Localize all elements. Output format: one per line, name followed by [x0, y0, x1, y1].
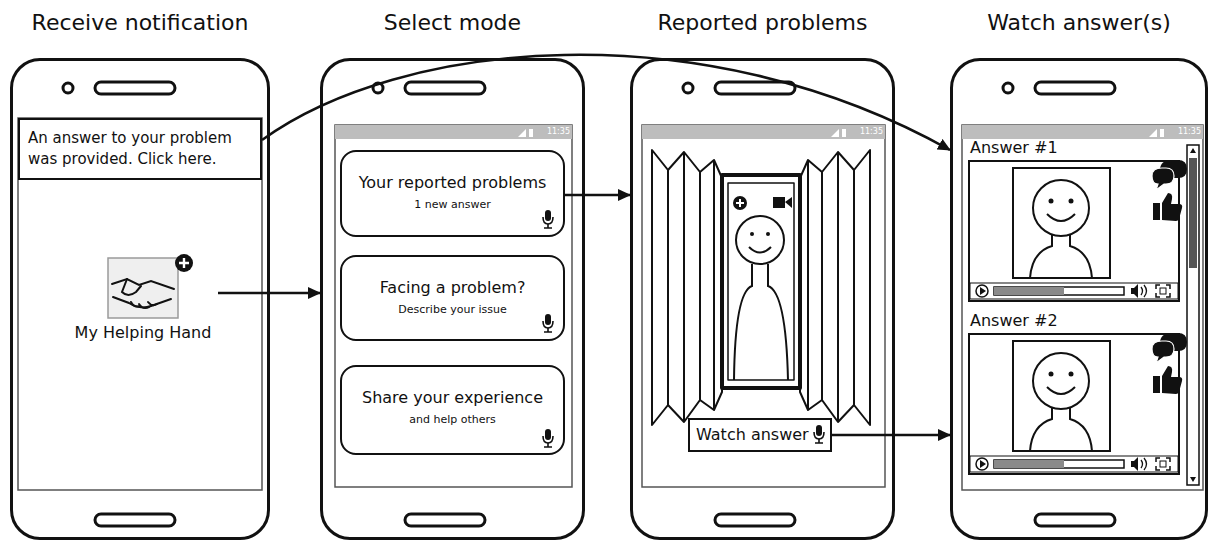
flow-arrow — [832, 434, 950, 437]
mode-card: Your reported problems1 new answer — [340, 150, 565, 237]
flow-arrow — [262, 55, 950, 150]
answer-heading: Answer #1 — [970, 138, 1058, 158]
card-subtitle: 1 new answer — [342, 194, 563, 212]
status-time: 11:35 — [1161, 126, 1201, 137]
card-title: Facing a problem? — [342, 257, 563, 299]
app-icon: My Helping Hand — [68, 254, 218, 344]
phone-frame: Select modeYour reported problems1 new a… — [320, 58, 585, 540]
button-text: Watch answer — [690, 420, 830, 450]
step-heading: Watch answer(s) — [903, 10, 1215, 36]
step-heading: Select mode — [273, 10, 632, 36]
step-heading: Reported problems — [583, 10, 942, 36]
phone-frame: Reported problemsWatch answer — [630, 58, 895, 540]
mode-card: Share your experienceand help others — [340, 365, 565, 455]
card-title: Share your experience — [342, 367, 563, 409]
flow-arrow — [218, 292, 320, 295]
mode-card: Facing a problem?Describe your issue — [340, 255, 565, 341]
phone-frame: Watch answer(s)Answer #1Answer #2 — [950, 58, 1208, 540]
card-subtitle: Describe your issue — [342, 299, 563, 317]
status-time: 11:35 — [530, 126, 570, 137]
watch-button: Watch answer — [688, 418, 832, 452]
phone-frame: Receive notificationAn answer to your pr… — [10, 58, 270, 540]
app-name: My Helping Hand — [58, 322, 228, 344]
video-player: Answer #2 — [968, 333, 1180, 475]
step-heading: Receive notification — [0, 10, 317, 36]
notification-text: An answer to your problem was provided. … — [20, 120, 260, 170]
video-player: Answer #1 — [968, 160, 1180, 302]
answer-heading: Answer #2 — [970, 311, 1058, 331]
card-title: Your reported problems — [342, 152, 563, 194]
card-subtitle: and help others — [342, 409, 563, 427]
notification-box: An answer to your problem was provided. … — [18, 118, 262, 180]
flow-arrow — [565, 194, 630, 197]
status-time: 11:35 — [843, 126, 883, 137]
